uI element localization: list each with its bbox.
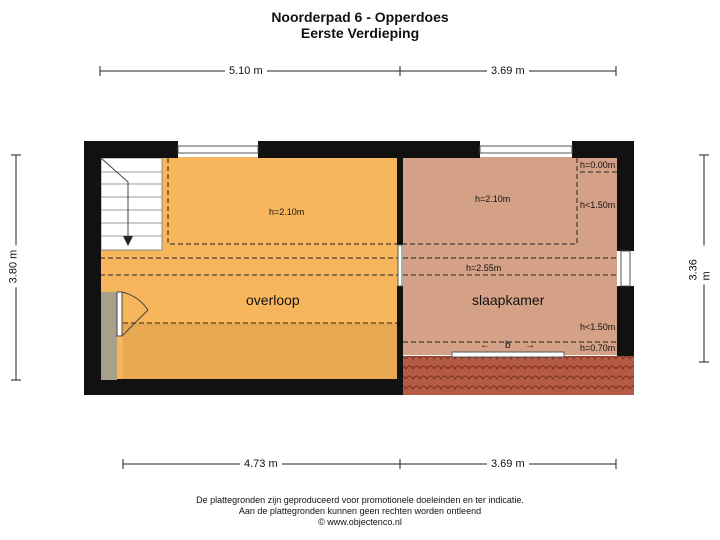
marker-label: b: [505, 340, 511, 351]
stair-door-wall: [101, 292, 117, 380]
slaapkamer-floor: [403, 157, 617, 355]
height-ridge: h=2.55m: [466, 263, 502, 273]
height-corner-top: h=0.00m: [580, 160, 616, 170]
height-corner-upper: h<1.50m: [580, 200, 616, 210]
address-title: Noorderpad 6 - Opperdoes: [271, 9, 449, 25]
height-overloop-attic: h=2.10m: [269, 207, 305, 217]
left-arrow-icon: ←: [480, 340, 490, 351]
dimension-bottom-left: 4.73 m: [240, 458, 282, 471]
dimension-left: 3.80 m: [7, 245, 21, 288]
height-corner-lower: h<1.50m: [580, 322, 616, 332]
overloop-low-zone: [123, 323, 400, 379]
footer-rights: Aan de plattegronden kunnen geen rechten…: [238, 506, 482, 516]
dimension-right: 3.36 m: [687, 245, 714, 285]
footer-copyright: © www.objectenco.nl: [318, 517, 402, 527]
floor-title: Eerste Verdieping: [300, 25, 420, 41]
windows: [177, 145, 631, 358]
height-corner-bottom: h=0.70m: [580, 343, 616, 353]
stair-arrow-icon: [123, 236, 133, 246]
height-slaapkamer-attic: h=2.10m: [475, 194, 511, 204]
room-label-slaapkamer: slaapkamer: [472, 292, 545, 308]
room-label-overloop: overloop: [246, 292, 300, 308]
roof-tiles: [403, 356, 634, 395]
slope-lines: [100, 158, 617, 343]
walls: [84, 141, 634, 395]
right-arrow-icon: →: [525, 340, 535, 351]
staircase: [100, 157, 163, 251]
footer-disclaimer: De plattegronden zijn geproduceerd voor …: [196, 495, 524, 505]
dimension-top-right: 3.69 m: [487, 65, 529, 78]
door: [116, 291, 149, 337]
dimension-bottom-right: 3.69 m: [487, 458, 529, 471]
dimension-top-left: 5.10 m: [225, 65, 267, 78]
